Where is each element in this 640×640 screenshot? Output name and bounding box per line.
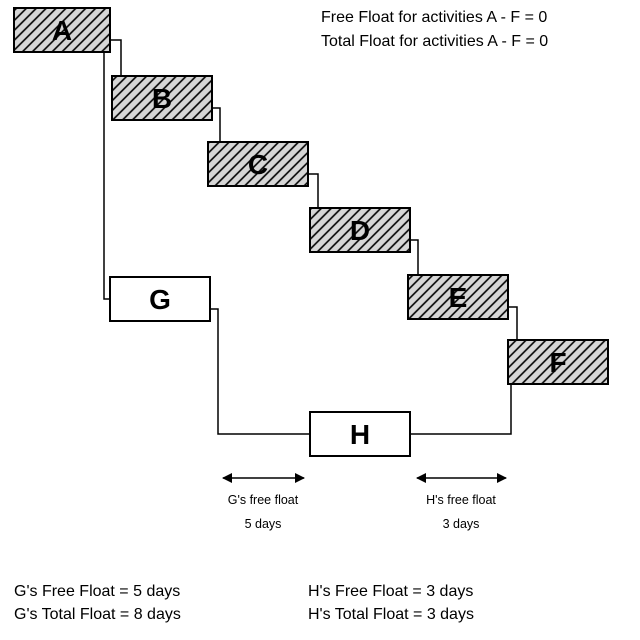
free-float-duration-g: 5 days [245, 517, 282, 531]
activity-label-g: G [149, 284, 171, 315]
activity-label-a: A [52, 15, 72, 46]
connector-g-h [210, 308, 310, 435]
activity-box-c [207, 141, 309, 187]
activity-box-e [407, 274, 509, 320]
activity-label-b: B [152, 83, 172, 114]
activity-f: F [507, 339, 609, 385]
activity-label-d: D [350, 215, 370, 246]
activity-label-f: F [549, 347, 566, 378]
summary-g-total-float: G's Total Float = 8 days [14, 606, 181, 623]
free-float-duration-h: 3 days [443, 517, 480, 531]
activity-box-f [507, 339, 609, 385]
summary-block: G's Free Float = 5 days G's Total Float … [14, 583, 474, 623]
connector-h-f [410, 384, 512, 435]
activity-label-e: E [449, 282, 468, 313]
activity-box-d [309, 207, 411, 253]
activity-e: E [407, 274, 509, 320]
summary-g-free-float: G's Free Float = 5 days [14, 583, 180, 600]
summary-h-free-float: H's Free Float = 3 days [308, 583, 473, 600]
activity-h: H [309, 411, 411, 457]
activity-box-h [309, 411, 411, 457]
connector-a-g [103, 52, 110, 300]
activity-c: C [207, 141, 309, 187]
activity-a: A [13, 7, 111, 53]
activity-label-c: C [248, 149, 268, 180]
activity-d: D [309, 207, 411, 253]
note-free-float: Free Float for activities A - F = 0 [321, 9, 547, 26]
free-float-label-h: H's free float [426, 493, 496, 507]
free-float-label-g: G's free float [228, 493, 299, 507]
note-total-float: Total Float for activities A - F = 0 [321, 33, 548, 50]
activity-box-g [109, 276, 211, 322]
activity-g: G [109, 276, 211, 322]
free-float-marker-h: H's free float 3 days [416, 473, 507, 531]
activity-b: B [111, 75, 213, 121]
activity-box-a [13, 7, 111, 53]
activity-label-h: H [350, 419, 370, 450]
summary-h-total-float: H's Total Float = 3 days [308, 606, 474, 623]
free-float-marker-g: G's free float 5 days [222, 473, 305, 531]
activity-box-b [111, 75, 213, 121]
